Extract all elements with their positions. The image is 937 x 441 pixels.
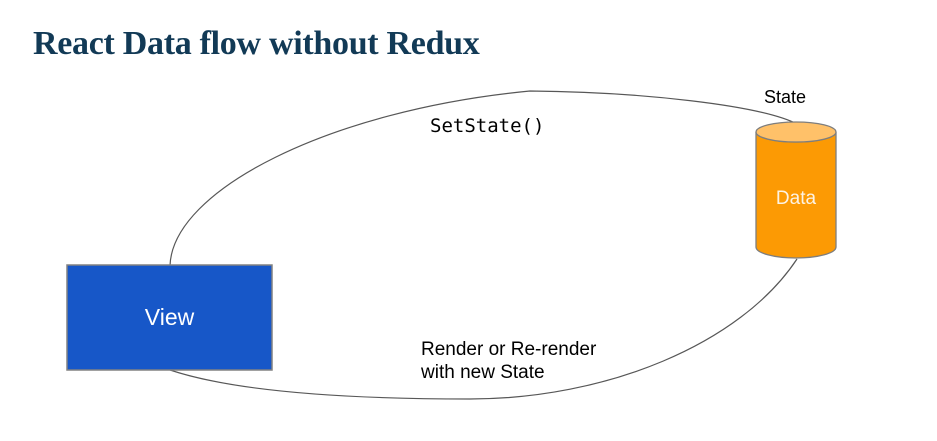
- state-annotation-label: State: [764, 87, 807, 107]
- edge-label-render: Render or Re-render with new State: [421, 338, 596, 384]
- page-title: React Data flow without Redux: [33, 25, 480, 62]
- view-node-shape: [66, 264, 273, 371]
- edge-label-render-line2: with new State: [421, 362, 545, 383]
- data-cylinder-shape: [755, 121, 837, 259]
- view-node-label: View: [144, 304, 195, 330]
- edge-label-render-line1: Render or Re-render: [421, 339, 597, 360]
- edge-render-curve: [169, 258, 798, 400]
- edge-setstate-curve: [169, 90, 798, 267]
- cylinder-top: [755, 121, 837, 143]
- edge-label-setstate: SetState(): [430, 115, 545, 137]
- data-node-label: Data: [775, 188, 817, 209]
